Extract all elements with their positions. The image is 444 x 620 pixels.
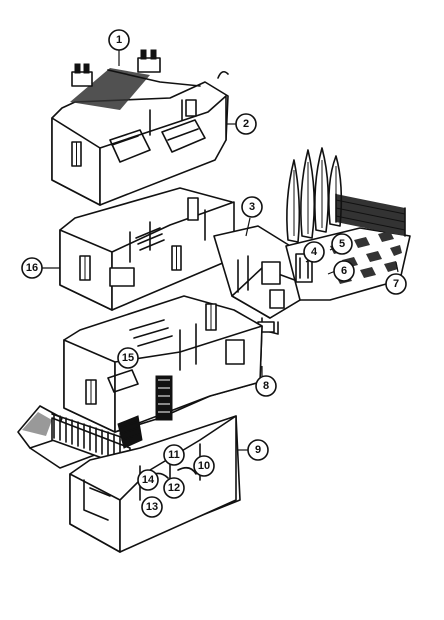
conifer-trees [286, 147, 343, 243]
front-door [155, 375, 173, 421]
ground-floor [63, 295, 263, 433]
callout-5: 5 [331, 233, 353, 255]
callout-label: 1 [116, 34, 122, 46]
callout-9: 9 [247, 439, 269, 461]
callout-label: 4 [311, 246, 318, 258]
callout-13: 13 [141, 496, 163, 518]
callout-7: 7 [385, 273, 407, 295]
callout-11: 11 [163, 444, 185, 466]
callout-8: 8 [255, 375, 277, 397]
callout-label: 10 [198, 460, 210, 472]
callout-label: 14 [142, 474, 155, 486]
callout-label: 3 [249, 201, 255, 213]
top-floor-attic [51, 49, 229, 206]
callout-3: 3 [241, 196, 263, 218]
chimney-right [137, 49, 161, 73]
callout-label: 8 [263, 380, 269, 392]
callout-label: 7 [393, 278, 399, 290]
callout-6: 6 [333, 260, 355, 282]
callout-label: 5 [339, 238, 345, 250]
callout-label: 11 [168, 449, 180, 461]
callout-label: 13 [146, 501, 158, 513]
callout-10: 10 [193, 455, 215, 477]
callout-label: 16 [26, 262, 38, 274]
callout-12: 12 [163, 477, 185, 499]
callout-label: 9 [255, 444, 261, 456]
callout-label: 6 [341, 265, 347, 277]
callout-4: 4 [303, 241, 325, 263]
callout-1: 1 [108, 29, 130, 51]
callout-label: 2 [243, 118, 249, 130]
callout-2: 2 [235, 113, 257, 135]
callout-label: 15 [122, 352, 134, 364]
callout-16: 16 [21, 257, 43, 279]
callout-label: 12 [168, 482, 180, 494]
callout-14: 14 [137, 469, 159, 491]
railing [51, 413, 125, 461]
callout-15: 15 [117, 347, 139, 369]
chimney-left [71, 63, 93, 87]
garden-paving [330, 231, 402, 284]
first-floor [59, 187, 235, 311]
